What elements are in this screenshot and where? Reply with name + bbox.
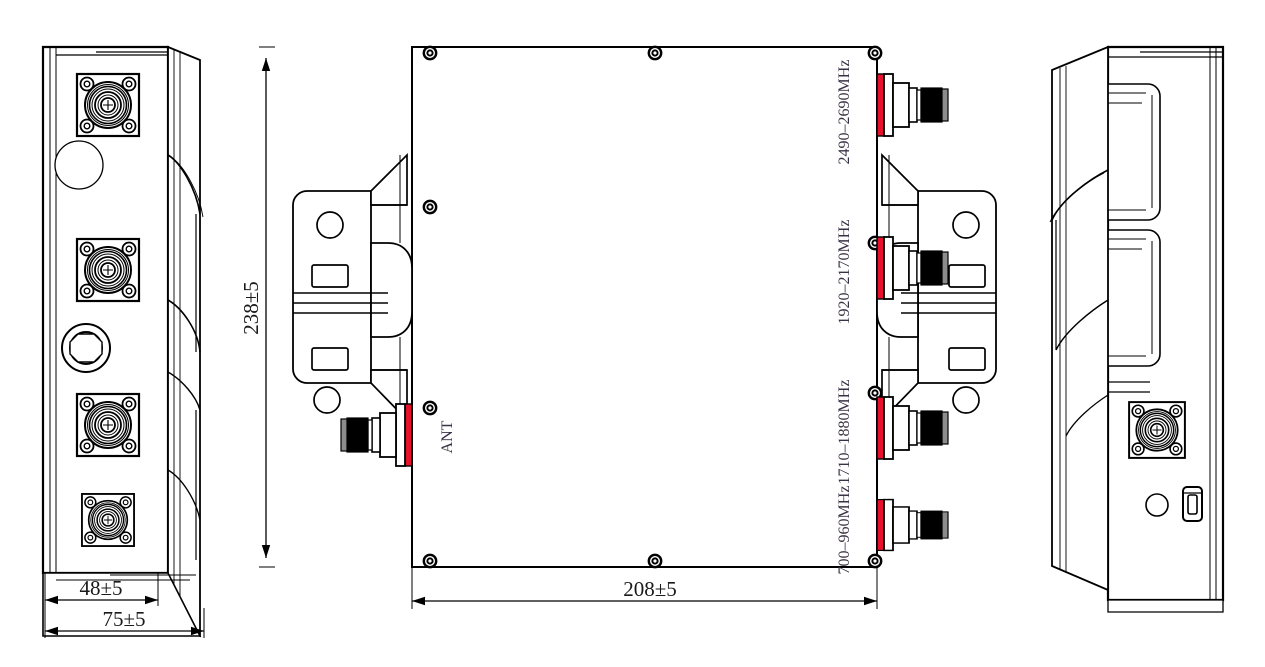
front-view-bracket-left [292, 152, 413, 423]
left-side-view: 48±5 75±5 [41, 45, 205, 638]
bracket-right-neck-top [881, 152, 919, 206]
front-view-ant-port[interactable] [340, 403, 413, 467]
band-label-mid: 1920–2170MHz [836, 220, 853, 325]
dimension-width-text: 208±5 [623, 577, 677, 601]
left-view-fin-curve-3 [167, 371, 201, 411]
left-view-side-wall [167, 45, 201, 638]
bracket-left-slot-2 [311, 347, 349, 371]
front-view: ANT 2490–2690MHz 1920–2170MHz 1710–1880M… [239, 45, 997, 609]
left-view-base [42, 572, 202, 637]
front-view-screw-bl[interactable] [422, 553, 438, 569]
bracket-left-hole-1 [316, 211, 344, 239]
bracket-right-slot-1 [948, 264, 986, 288]
front-view-screw-tm[interactable] [647, 45, 663, 61]
left-view-grommet [61, 323, 111, 373]
left-view-fin-curve-1 [167, 154, 201, 215]
bracket-right-neck-lines [882, 204, 918, 371]
bracket-left-hole-2 [313, 386, 341, 414]
front-view-rf-port-2490-2690[interactable] [876, 73, 949, 137]
bracket-right-hole-1 [952, 211, 980, 239]
left-view-connector-1[interactable] [75, 72, 141, 138]
bracket-left-rails [293, 292, 388, 314]
front-view-screw-tl[interactable] [422, 45, 438, 61]
front-view-screw-br[interactable] [867, 553, 883, 569]
bracket-left-boss [370, 242, 413, 338]
left-view-top-chamfer [56, 51, 168, 56]
bracket-right-slot-2 [948, 347, 986, 371]
bracket-left-neck-top [370, 152, 408, 206]
left-view-wall-lines [173, 49, 181, 629]
left-view-fin-curve-4 [167, 469, 201, 521]
left-view-connector-4[interactable] [81, 493, 135, 547]
right-view-usb-port[interactable] [1182, 486, 1203, 522]
left-view-blind-circle [54, 140, 104, 190]
left-view-edge-lines [49, 47, 57, 573]
band-label-lowest: 700–960MHz [836, 486, 853, 575]
left-view-fin-curve-1b [171, 157, 204, 218]
dimension-height-text: 238±5 [239, 281, 263, 335]
dimension-depth-inner: 48±5 [44, 573, 159, 606]
left-view-connector-3[interactable] [75, 392, 141, 458]
front-view-rf-port-1710-1880[interactable] [876, 396, 949, 460]
right-view-fins [1105, 83, 1161, 367]
right-view-bracket-lines [1108, 381, 1150, 393]
left-view-fin-curve-2 [167, 299, 201, 353]
dimension-depth-outer: 75±5 [44, 602, 205, 638]
left-view-base-lines [56, 574, 196, 581]
bracket-right-hole-2 [952, 386, 980, 414]
front-view-body [411, 46, 878, 568]
bracket-left-neck-lines [371, 204, 407, 371]
right-view-fin-curve-2 [1055, 299, 1109, 351]
right-view-connector-1[interactable] [1128, 401, 1186, 459]
right-view-edge-lines [1209, 47, 1217, 600]
ant-port-label: ANT [439, 420, 456, 453]
right-view-top-lines [1108, 46, 1223, 58]
right-view-blind-circle [1145, 493, 1169, 517]
right-side-view [1049, 45, 1225, 613]
left-view-connector-2[interactable] [75, 237, 141, 303]
dimension-height: 238±5 [239, 46, 275, 568]
front-view-screw-tr[interactable] [867, 45, 883, 61]
dimension-width: 208±5 [411, 567, 878, 609]
front-view-rf-port-700-960[interactable] [876, 498, 949, 552]
right-view-base [1107, 599, 1224, 613]
front-view-screw-lm1[interactable] [422, 199, 438, 215]
bracket-left-slot-1 [311, 264, 349, 288]
right-view-fin-curve-1b [1049, 172, 1105, 223]
band-label-low: 1710–1880MHz [836, 380, 853, 485]
bracket-right-rails [901, 292, 996, 314]
dimension-depth-inner-text: 48±5 [79, 576, 122, 600]
front-view-screw-bm[interactable] [647, 553, 663, 569]
dimension-depth-outer-text: 75±5 [102, 607, 145, 631]
front-view-screw-lm2[interactable] [422, 400, 438, 416]
right-view-fin-curve-3 [1065, 394, 1109, 437]
band-label-high: 2490–2690MHz [836, 60, 853, 165]
right-view-wall-lines [1059, 66, 1067, 573]
